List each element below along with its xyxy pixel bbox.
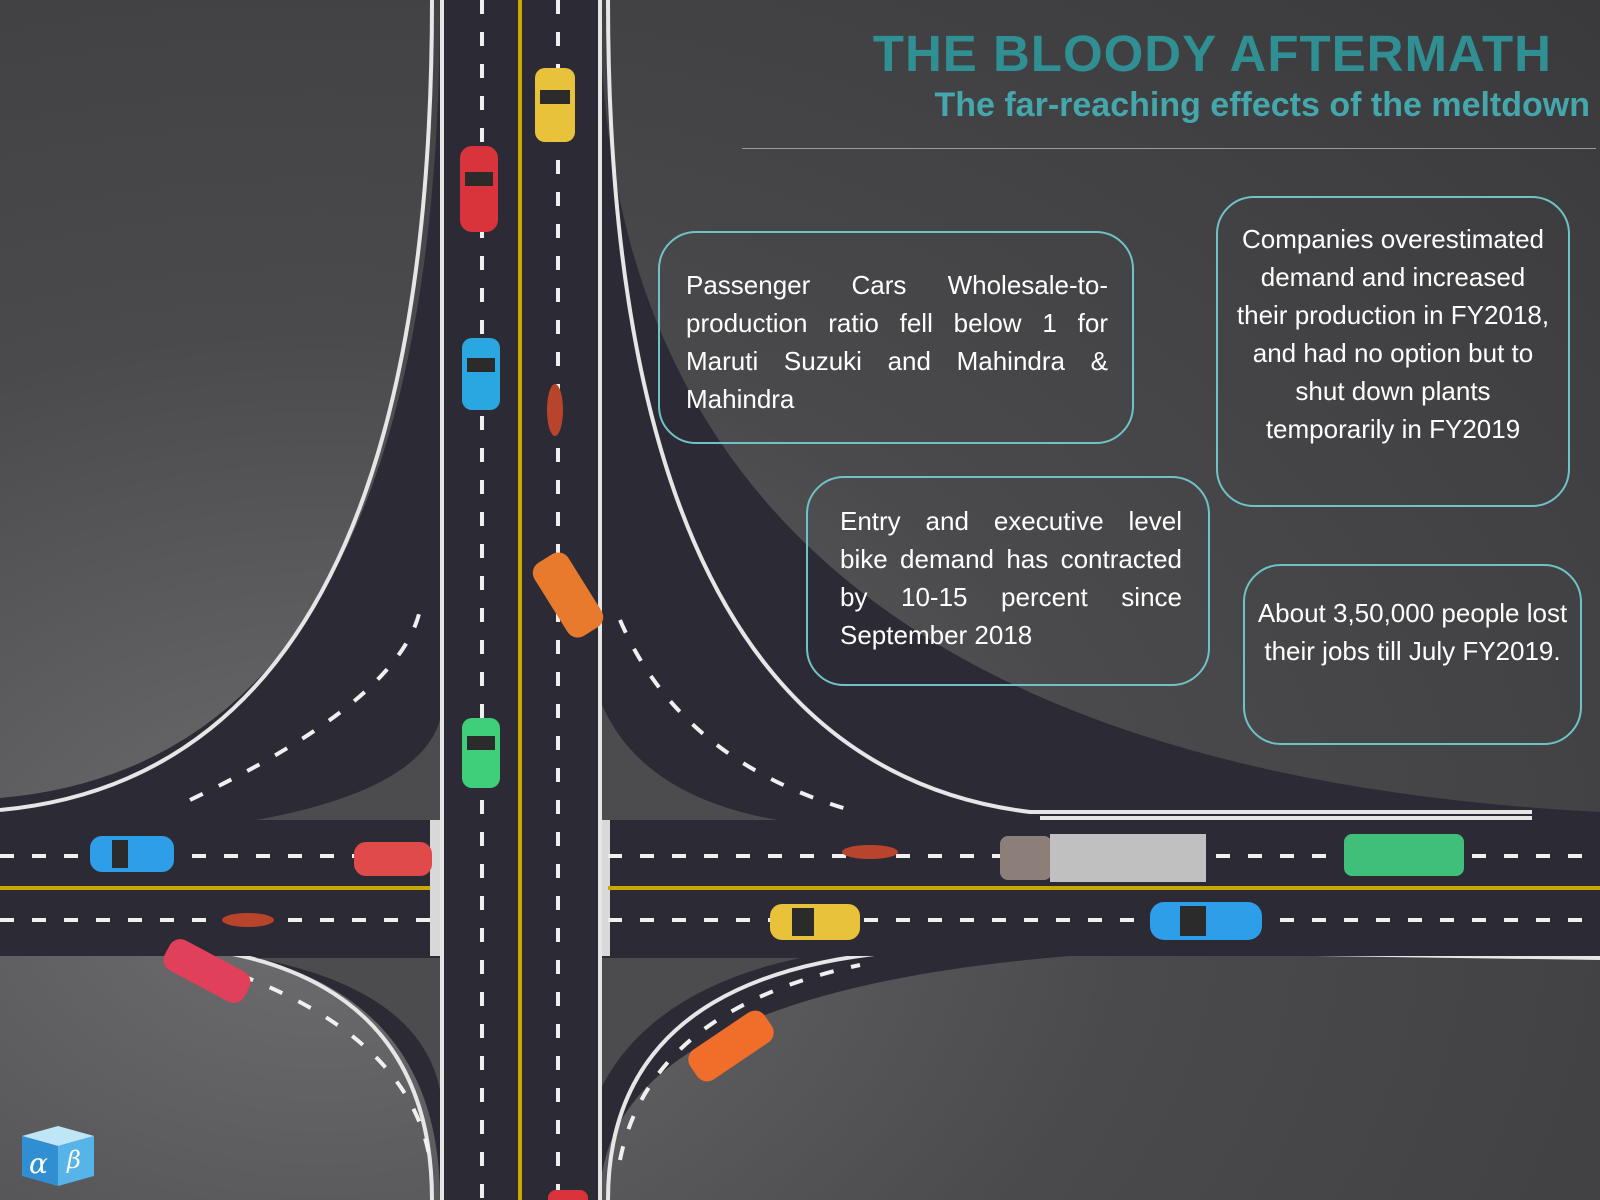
motorbike-left <box>222 913 274 927</box>
callout-text: Companies overestimated demand and incre… <box>1236 224 1550 444</box>
logo-beta: β <box>66 1146 81 1174</box>
title-divider <box>742 148 1596 149</box>
orange-car-lower <box>688 1010 774 1082</box>
truck-cab <box>1000 836 1052 880</box>
logo-alpha: α <box>29 1147 48 1180</box>
red-car-left <box>354 842 432 876</box>
callout-overestimated-demand: Companies overestimated demand and incre… <box>1216 196 1570 507</box>
callout-text: Entry and executive level bike demand ha… <box>840 506 1182 650</box>
yellow-car <box>535 68 575 142</box>
motorbike-right <box>842 845 898 859</box>
page-subtitle: The far-reaching effects of the meltdown <box>934 86 1590 124</box>
alpha-beta-logo-icon: α β <box>22 1126 94 1186</box>
blue-car <box>462 338 500 410</box>
green-car <box>462 718 500 788</box>
red-car <box>460 146 498 232</box>
truck-trailer <box>1050 834 1206 882</box>
red-car-bottom <box>548 1190 588 1200</box>
green-van <box>1344 834 1464 876</box>
callout-bike-demand: Entry and executive level bike demand ha… <box>806 476 1210 686</box>
callout-wholesale-ratio: Passenger Cars Wholesale-to-production r… <box>658 231 1134 444</box>
blue-car-left <box>90 836 174 872</box>
vehicles <box>90 68 1464 1200</box>
callout-text: Passenger Cars Wholesale-to-production r… <box>686 270 1108 414</box>
callout-job-losses: About 3,50,000 people lost their jobs ti… <box>1243 564 1582 745</box>
yellow-car-right <box>770 904 860 940</box>
pink-car <box>163 939 251 1003</box>
motorbike <box>547 384 563 436</box>
callout-text: About 3,50,000 people lost their jobs ti… <box>1257 598 1568 666</box>
page-title: THE BLOODY AFTERMATH <box>872 25 1552 82</box>
orange-car <box>532 552 604 638</box>
